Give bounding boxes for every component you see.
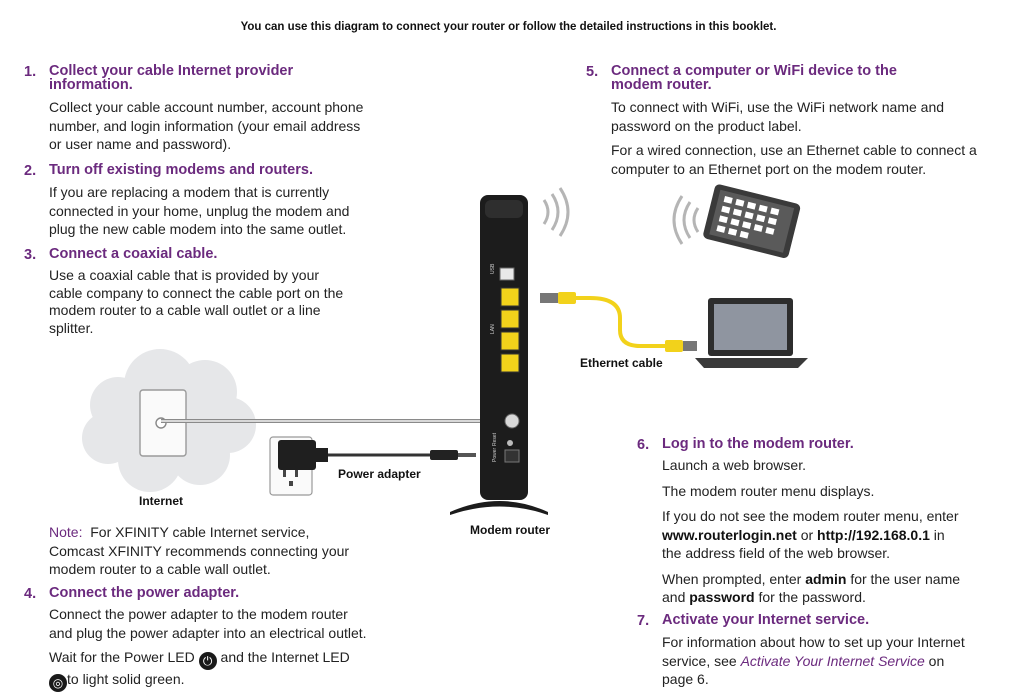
step-3-title: Connect a coaxial cable. — [49, 246, 218, 262]
step-3-body-line1: Use a coaxial cable that is provided by … — [49, 267, 320, 283]
step-6-p4-a: When prompted, enter — [662, 570, 802, 587]
step-6-p3-line3: the address field of the web browser. — [662, 545, 891, 561]
step-5-title-line2: modem router. — [611, 77, 712, 93]
step-5-p1-line2: password on the product label. — [611, 117, 802, 134]
step-3-body-line4: splitter. — [49, 319, 94, 336]
step-6-or: or — [800, 526, 814, 543]
step-4: 4. Connect the power adapter. Connect th… — [24, 585, 429, 692]
step-1-body-line1: Collect your cable account number, accou… — [49, 99, 364, 115]
tablet-wifi-waves-icon — [672, 195, 700, 245]
xfinity-note: Note: For XFINITY cable Internet service… — [49, 523, 409, 579]
power-adapter-label: Power adapter — [338, 467, 421, 481]
step-3: 3. Connect a coaxial cable. Use a coaxia… — [24, 246, 409, 337]
step-5-p1-line1: To connect with WiFi, use the WiFi netwo… — [611, 99, 945, 115]
modem-router-device — [450, 195, 548, 515]
step-2-body-line3: plug the new cable modem into the same o… — [49, 221, 347, 237]
step-7-line2-a: service, see — [662, 652, 737, 669]
step-3-body-line3: modem router to a cable wall outlet or a… — [49, 302, 321, 318]
step-6-title: Log in to the modem router. — [662, 436, 854, 452]
step-4-number: 4. — [24, 586, 37, 602]
step-4-wait-text-b: and the Internet LED — [220, 649, 350, 665]
step-6: 6. Log in to the modem router. Launch a … — [637, 436, 1012, 607]
note-label: Note: — [49, 524, 83, 540]
admin-username: admin — [805, 570, 847, 587]
step-4-wait-text-a: Wait for the Power LED — [49, 649, 195, 665]
usb-port-label: USB — [490, 263, 496, 274]
reset-label: Reset — [492, 432, 498, 446]
page-header: You can use this diagram to connect your… — [240, 21, 777, 33]
step-2-title: Turn off existing modems and routers. — [49, 162, 313, 178]
note-line2: Comcast XFINITY recommends connecting yo… — [49, 542, 350, 559]
step-6-p4-d: for the password. — [758, 589, 866, 605]
step-7-line3: page 6. — [662, 671, 709, 687]
step-5-number: 5. — [586, 64, 599, 80]
note-line3: modem router to a cable wall outlet. — [49, 561, 271, 577]
ip-address-url: http://192.168.0.1 — [817, 526, 930, 543]
step-6-p4-c: and — [662, 589, 686, 605]
step-5-title-line1: Connect a computer or WiFi device to the — [611, 63, 897, 79]
lan-port-label: LAN — [490, 324, 496, 334]
step-7-number: 7. — [637, 613, 650, 629]
step-1-title-line1: Collect your cable Internet provider — [49, 63, 294, 79]
internet-label: Internet — [139, 494, 183, 508]
note-line1: For XFINITY cable Internet service, — [90, 524, 310, 540]
step-2-body-line1: If you are replacing a modem that is cur… — [49, 184, 330, 200]
step-2-number: 2. — [24, 163, 37, 179]
tablet-icon — [703, 184, 801, 258]
step-5-p2-line2: computer to an Ethernet port on the mode… — [611, 160, 927, 177]
step-6-number: 6. — [637, 437, 650, 453]
step-4-title: Connect the power adapter. — [49, 585, 240, 601]
step-7-line2-b: on — [928, 652, 945, 669]
step-6-p1: Launch a web browser. — [662, 457, 806, 473]
step-6-p4-b: for the user name — [850, 570, 961, 587]
router-wifi-waves-icon — [542, 187, 570, 237]
step-4-body-line1: Connect the power adapter to the modem r… — [49, 606, 348, 622]
routerlogin-url: www.routerlogin.net — [662, 526, 797, 543]
step-5: 5. Connect a computer or WiFi device to … — [586, 63, 1011, 178]
laptop-icon — [695, 298, 808, 368]
power-port-label: Power — [492, 447, 498, 462]
password-value: password — [689, 589, 755, 605]
ethernet-cable-label: Ethernet cable — [580, 356, 663, 370]
step-1-body-line2: number, and login information (your emai… — [49, 117, 361, 134]
power-adapter-icon — [278, 440, 476, 470]
step-1: 1. Collect your cable Internet provider … — [24, 63, 409, 154]
step-7-title: Activate your Internet service. — [662, 612, 870, 628]
step-4-body-line2: and plug the power adapter into an elect… — [49, 624, 367, 641]
step-7: 7. Activate your Internet service. For i… — [637, 612, 1012, 689]
step-1-title-line2: information. — [49, 77, 133, 93]
ethernet-cable — [540, 292, 697, 352]
step-6-in: in — [933, 526, 945, 543]
step-3-body-line2: cable company to connect the cable port … — [49, 284, 344, 301]
step-6-p2: The modem router menu displays. — [662, 482, 875, 499]
step-2: 2. Turn off existing modems and routers.… — [24, 162, 409, 239]
step-5-p2-line1: For a wired connection, use an Ethernet … — [611, 142, 977, 158]
activate-service-link[interactable]: Activate Your Internet Service — [740, 652, 925, 669]
step-7-line1: For information about how to set up your… — [662, 634, 965, 650]
step-2-body-line2: connected in your home, unplug the modem… — [49, 202, 350, 219]
power-led-icon: ⏻ — [198, 652, 217, 670]
modem-router-label: Modem router — [470, 523, 550, 537]
step-4-wait-text-c: to light solid green. — [67, 671, 185, 687]
step-6-p3-line1: If you do not see the modem router menu,… — [662, 508, 959, 524]
internet-led-icon: ◎ — [49, 674, 67, 692]
step-3-number: 3. — [24, 247, 37, 263]
step-1-body-line3: or user name and password). — [49, 136, 232, 152]
step-1-number: 1. — [24, 64, 37, 80]
